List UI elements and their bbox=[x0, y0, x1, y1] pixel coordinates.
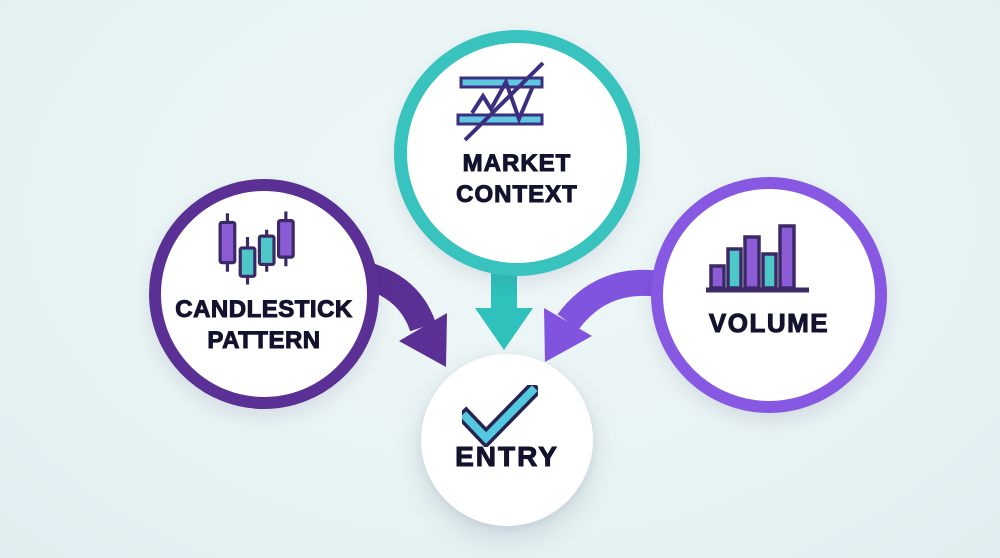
label-line: PATTERN bbox=[207, 327, 321, 355]
arrow-volume-to-entry bbox=[544, 269, 662, 362]
candle-body-purple bbox=[218, 220, 237, 265]
node-market-context-label: MARKET CONTEXT bbox=[407, 148, 627, 210]
candle-body-teal bbox=[257, 234, 276, 267]
label-line: CANDLESTICK bbox=[175, 296, 353, 324]
trend-channel-icon bbox=[456, 61, 545, 142]
arrowhead bbox=[399, 313, 447, 367]
node-entry-label: ENTRY bbox=[455, 441, 559, 473]
bar-teal bbox=[726, 247, 743, 290]
bar-purple bbox=[743, 235, 761, 290]
node-volume-label: VOLUME bbox=[708, 308, 830, 339]
zigzag-price-line bbox=[470, 77, 535, 125]
arrow-shaft bbox=[557, 269, 662, 331]
node-candlestick-pattern-label: CANDLESTICK PATTERN bbox=[161, 294, 367, 356]
checkmark-icon bbox=[462, 385, 538, 447]
arrowhead bbox=[544, 308, 592, 362]
node-entry: ENTRY bbox=[421, 354, 593, 526]
candle-body-teal bbox=[238, 246, 257, 278]
label-line: CONTEXT bbox=[456, 181, 578, 209]
label-line: MARKET bbox=[462, 150, 572, 178]
support-band bbox=[456, 113, 544, 126]
checkmark-fill bbox=[462, 385, 538, 444]
candle-body-purple bbox=[276, 219, 295, 259]
candles bbox=[218, 211, 295, 285]
bar-purple bbox=[778, 224, 796, 290]
volume-bars bbox=[709, 224, 796, 290]
bar-teal bbox=[761, 252, 778, 290]
resistance-band bbox=[459, 76, 544, 89]
bar-purple bbox=[709, 264, 726, 290]
node-market-context: MARKET CONTEXT bbox=[394, 30, 640, 276]
node-volume: VOLUME bbox=[651, 177, 887, 413]
bar-chart-icon bbox=[706, 224, 809, 293]
candlestick-chart-icon bbox=[218, 211, 295, 285]
node-candlestick-pattern: CANDLESTICK PATTERN bbox=[149, 179, 379, 409]
trend-line bbox=[463, 61, 545, 142]
